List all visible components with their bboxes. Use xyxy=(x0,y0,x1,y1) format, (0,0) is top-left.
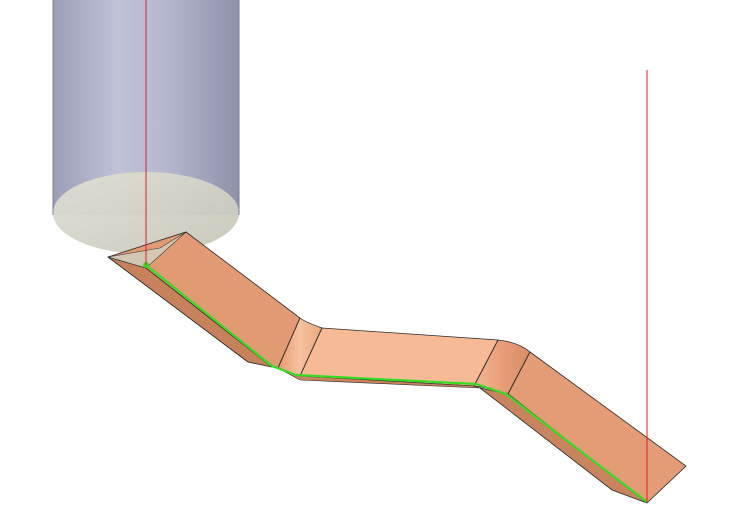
bend-2-edge-a xyxy=(473,339,499,387)
green-toolpath[interactable] xyxy=(145,264,648,503)
bend-2-edge-b xyxy=(507,351,531,395)
bent-strip[interactable] xyxy=(107,231,687,504)
bend-1-edge-b xyxy=(299,327,323,377)
strip-end-face-left xyxy=(107,231,187,269)
bend-1-edge-a xyxy=(277,317,301,369)
